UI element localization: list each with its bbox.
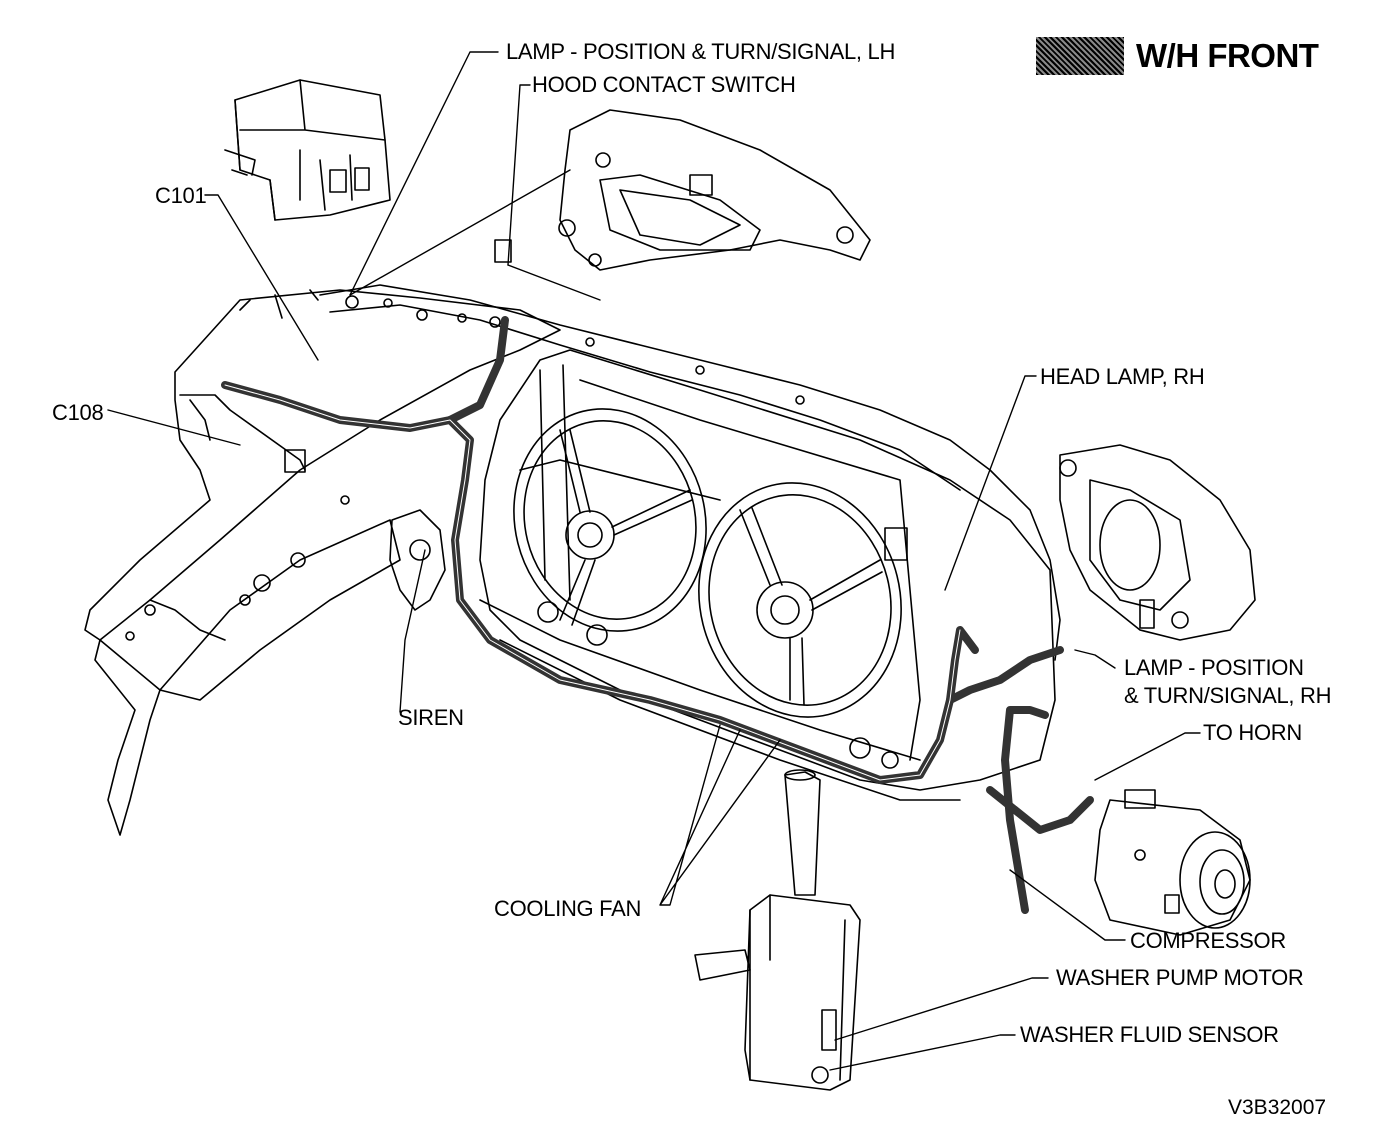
label-compressor: COMPRESSOR bbox=[1130, 928, 1286, 953]
fan-shroud bbox=[479, 349, 1056, 801]
figure-code: V3B32007 bbox=[1228, 1096, 1327, 1119]
label-lamp-position-turn-signal-lh: LAMP - POSITION & TURN/SIGNAL, LH bbox=[506, 39, 896, 64]
label-to-horn: TO HORN bbox=[1203, 720, 1302, 745]
cooling-fan-right bbox=[698, 482, 902, 718]
label-washer-fluid-sensor: WASHER FLUID SENSOR bbox=[1020, 1022, 1279, 1047]
label-siren: SIREN bbox=[398, 705, 464, 730]
fuse-relay-box bbox=[224, 79, 391, 221]
label-c108: C108 bbox=[52, 400, 104, 425]
label-cooling-fan: COOLING FAN bbox=[494, 896, 642, 921]
diagram-title: W/H FRONT bbox=[1036, 36, 1319, 76]
head-lamp-left bbox=[558, 109, 871, 271]
label-lamp-position-rh-line2: & TURN/SIGNAL, RH bbox=[1124, 683, 1332, 708]
label-hood-contact-switch: HOOD CONTACT SWITCH bbox=[532, 72, 796, 97]
label-c101: C101 bbox=[155, 183, 207, 208]
main-harness bbox=[221, 316, 1094, 914]
washer-reservoir bbox=[694, 769, 861, 1091]
upper-radiator-support bbox=[319, 284, 1061, 661]
title-hatch-swatch bbox=[1036, 37, 1124, 75]
left-frame-rail bbox=[84, 289, 561, 836]
label-washer-pump-motor: WASHER PUMP MOTOR bbox=[1056, 965, 1304, 990]
leader-lines bbox=[107, 51, 1201, 1071]
cooling-fan-left bbox=[513, 408, 707, 632]
label-lamp-position-rh-line1: LAMP - POSITION bbox=[1124, 655, 1304, 680]
head-lamp-right bbox=[1059, 444, 1256, 641]
label-head-lamp-rh: HEAD LAMP, RH bbox=[1040, 364, 1205, 389]
ac-compressor bbox=[1094, 789, 1251, 936]
hood-switch-and-siren bbox=[389, 239, 512, 611]
title-text: W/H FRONT bbox=[1136, 37, 1319, 74]
